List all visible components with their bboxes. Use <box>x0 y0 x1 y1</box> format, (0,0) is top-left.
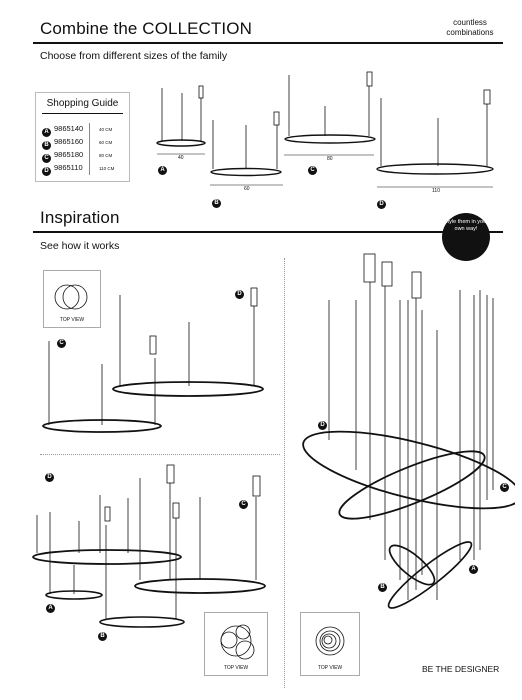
guide-row-a: A 9865140 40 CM <box>42 124 126 138</box>
guide-code: 9865110 <box>54 163 83 172</box>
header-subtitle: Choose from different sizes of the famil… <box>40 50 228 62</box>
section-divider-vertical <box>284 258 285 688</box>
guide-size: 40 CM <box>99 127 113 132</box>
dim-d: 110 <box>432 188 440 194</box>
inspiration-title: Inspiration <box>40 208 120 227</box>
top-view-label: TOP VIEW <box>223 665 249 671</box>
top-view-diagram-2 <box>220 624 255 660</box>
shopping-guide-divider <box>89 123 90 175</box>
style-bubble-text: Style them in your own way! <box>443 219 489 232</box>
example-1-illustration <box>42 287 264 433</box>
header-rule <box>33 42 503 44</box>
badge-a: A <box>469 565 478 574</box>
badge-d: D <box>318 421 327 430</box>
top-view-diagram-3 <box>315 626 345 656</box>
header-tagline-line-1: countless <box>453 18 487 27</box>
guide-code: 9865140 <box>54 124 84 133</box>
inspiration-subtitle: See how it works <box>40 240 120 252</box>
top-view-diagram-1 <box>54 284 88 310</box>
badge-a: A <box>46 604 55 613</box>
lamp-c <box>284 71 376 156</box>
lamp-d <box>376 89 494 188</box>
badge-c: C <box>308 166 317 175</box>
badge-b: B <box>98 632 107 641</box>
badge-b: B <box>378 583 387 592</box>
lamp-a <box>156 85 206 155</box>
badge-d: D <box>42 167 51 177</box>
guide-size: 60 CM <box>99 140 113 145</box>
guide-size: 80 CM <box>99 153 113 158</box>
page-title: Combine the COLLECTION <box>40 19 252 38</box>
example-2-illustration <box>32 464 266 628</box>
header-tagline: countless combinations <box>434 18 506 38</box>
size-family-illustration <box>156 71 494 188</box>
guide-size: 110 CM <box>99 166 115 171</box>
dim-a: 40 <box>178 155 184 161</box>
badge-d: D <box>235 290 244 299</box>
top-view-label: TOP VIEW <box>59 317 85 323</box>
top-view-box-2: TOP VIEW <box>204 612 268 676</box>
badge-c: C <box>57 339 66 348</box>
top-view-label: TOP VIEW <box>317 665 343 671</box>
badge-c: C <box>42 154 51 164</box>
shopping-guide: Shopping Guide A 9865140 40 CM B 9865160… <box>35 92 130 182</box>
section-divider-horizontal <box>40 454 280 455</box>
top-view-box-1: TOP VIEW <box>43 270 101 328</box>
footer-tagline: BE THE DESIGNER <box>422 664 500 674</box>
lamp-b <box>210 111 283 186</box>
guide-code: 9865180 <box>54 150 84 159</box>
top-view-box-3: TOP VIEW <box>300 612 360 676</box>
badge-b: B <box>42 141 51 151</box>
header-tagline-line-2: combinations <box>446 28 494 37</box>
guide-row-c: C 9865180 80 CM <box>42 150 126 164</box>
badge-b: B <box>212 199 221 208</box>
badge-a: A <box>42 128 51 138</box>
guide-row-d: D 9865110 110 CM <box>42 163 126 177</box>
style-bubble: Style them in your own way! <box>442 213 490 261</box>
badge-d: D <box>377 200 386 209</box>
badge-c: C <box>500 483 509 492</box>
dim-b: 60 <box>244 186 250 192</box>
example-3-illustration <box>302 253 515 609</box>
shopping-guide-title: Shopping Guide <box>46 98 119 109</box>
badge-c: C <box>239 500 248 509</box>
guide-code: 9865160 <box>54 137 84 146</box>
badge-a: A <box>158 166 167 175</box>
inspiration-rule <box>33 231 503 233</box>
shopping-guide-rule <box>42 113 123 114</box>
dim-c: 80 <box>327 156 333 162</box>
guide-row-b: B 9865160 60 CM <box>42 137 126 151</box>
badge-d: D <box>45 473 54 482</box>
